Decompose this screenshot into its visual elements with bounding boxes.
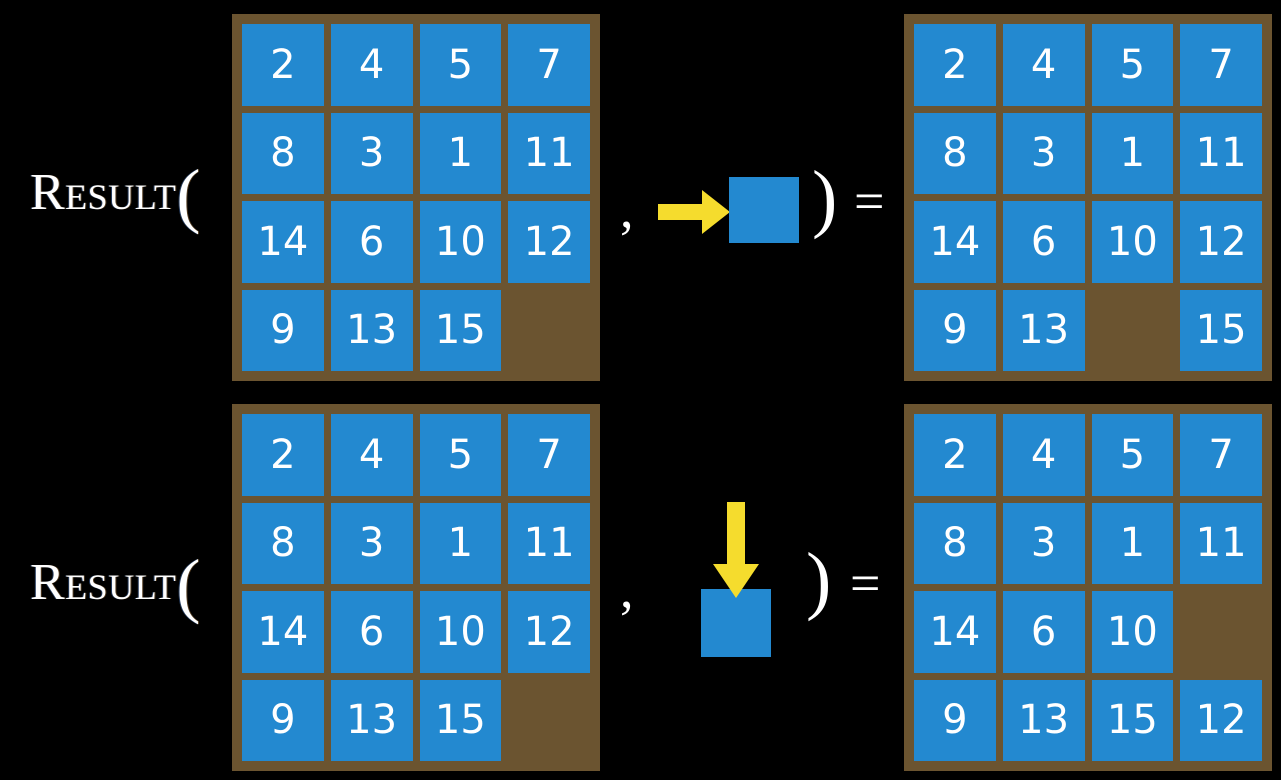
- puzzle-tile[interactable]: 13: [1002, 289, 1085, 371]
- puzzle-tile[interactable]: 12: [1180, 679, 1262, 761]
- result-word-top: Result: [30, 164, 177, 221]
- puzzle-tile[interactable]: 6: [330, 201, 413, 283]
- puzzle-blank-cell: [1092, 290, 1174, 372]
- operator-group-bottom: , ) =: [600, 390, 904, 780]
- puzzle-tile[interactable]: 2: [242, 24, 324, 106]
- puzzle-tile[interactable]: 4: [1002, 414, 1085, 496]
- close-paren-top: ): [812, 156, 838, 240]
- open-paren-bottom: (: [176, 545, 201, 625]
- puzzle-tile[interactable]: 12: [508, 591, 590, 673]
- moving-tile-top: [729, 177, 799, 243]
- puzzle-blank-cell: [508, 290, 590, 372]
- puzzle-tile[interactable]: 13: [1002, 679, 1085, 761]
- puzzle-tile[interactable]: 8: [242, 112, 324, 194]
- puzzle-tile[interactable]: 14: [242, 201, 324, 283]
- puzzle-tile[interactable]: 6: [330, 591, 413, 673]
- arrow-down-icon: [713, 502, 759, 598]
- puzzle-tile[interactable]: 6: [1002, 591, 1085, 673]
- puzzle-tile[interactable]: 11: [508, 502, 590, 584]
- puzzle-tile[interactable]: 15: [1180, 289, 1262, 371]
- puzzle-tile[interactable]: 6: [1002, 201, 1085, 283]
- puzzle-tile[interactable]: 1: [1091, 112, 1174, 194]
- puzzle-tile[interactable]: 3: [330, 112, 413, 194]
- puzzle-tile[interactable]: 1: [419, 502, 502, 584]
- operator-group-top: , ) =: [600, 0, 904, 390]
- puzzle-tile[interactable]: 15: [419, 679, 502, 761]
- moving-tile-bottom: [701, 589, 771, 657]
- puzzle-tile[interactable]: 14: [242, 591, 324, 673]
- open-paren-top: (: [176, 155, 201, 235]
- puzzle-blank-cell: [1180, 591, 1262, 673]
- close-paren-bottom: ): [806, 538, 832, 622]
- puzzle-tile[interactable]: 4: [1002, 24, 1085, 106]
- puzzle-tile[interactable]: 1: [419, 112, 502, 194]
- puzzle-tile[interactable]: 12: [1180, 201, 1262, 283]
- puzzle-tile[interactable]: 5: [1091, 24, 1174, 106]
- result-word-bottom: Result: [30, 554, 177, 611]
- puzzle-tile[interactable]: 14: [914, 201, 996, 283]
- puzzle-tile[interactable]: 5: [419, 414, 502, 496]
- puzzle-tile[interactable]: 15: [419, 289, 502, 371]
- puzzle-tile[interactable]: 3: [330, 502, 413, 584]
- puzzle-tile[interactable]: 15: [1091, 679, 1174, 761]
- puzzle-tile[interactable]: 7: [508, 24, 590, 106]
- puzzle-tile[interactable]: 11: [508, 112, 590, 194]
- puzzle-tile[interactable]: 3: [1002, 112, 1085, 194]
- puzzle-tile[interactable]: 14: [914, 591, 996, 673]
- comma-bottom: ,: [620, 559, 634, 619]
- puzzle-tile[interactable]: 9: [242, 679, 324, 761]
- puzzle-tile[interactable]: 10: [419, 591, 502, 673]
- puzzle-tile[interactable]: 12: [508, 201, 590, 283]
- comma-top: ,: [620, 179, 634, 239]
- arrow-right-icon: [658, 190, 730, 234]
- puzzle-tile[interactable]: 5: [1091, 414, 1174, 496]
- puzzle-tile[interactable]: 7: [1180, 414, 1262, 496]
- result-function-label-top: Result(: [30, 159, 201, 231]
- puzzle-tile[interactable]: 10: [1091, 201, 1174, 283]
- puzzle-tile[interactable]: 9: [242, 289, 324, 371]
- puzzle-tile[interactable]: 9: [914, 289, 996, 371]
- puzzle-tile[interactable]: 13: [330, 679, 413, 761]
- puzzle-tile[interactable]: 9: [914, 679, 996, 761]
- puzzle-tile[interactable]: 5: [419, 24, 502, 106]
- puzzle-tile[interactable]: 3: [1002, 502, 1085, 584]
- puzzle-tile[interactable]: 4: [330, 414, 413, 496]
- puzzle-tile[interactable]: 11: [1180, 112, 1262, 194]
- equals-sign-top: =: [854, 171, 885, 231]
- puzzle-tile[interactable]: 2: [242, 414, 324, 496]
- puzzle-tile[interactable]: 10: [419, 201, 502, 283]
- puzzle-tile[interactable]: 1: [1091, 502, 1174, 584]
- puzzle-blank-cell: [508, 680, 590, 762]
- puzzle-tile[interactable]: 7: [508, 414, 590, 496]
- puzzle-tile[interactable]: 8: [914, 112, 996, 194]
- puzzle-tile[interactable]: 11: [1180, 502, 1262, 584]
- puzzle-tile[interactable]: 7: [1180, 24, 1262, 106]
- puzzle-tile[interactable]: 13: [330, 289, 413, 371]
- puzzle-tile[interactable]: 8: [914, 502, 996, 584]
- puzzle-tile[interactable]: 8: [242, 502, 324, 584]
- equals-sign-bottom: =: [850, 553, 881, 613]
- result-function-label-bottom: Result(: [30, 549, 201, 621]
- puzzle-tile[interactable]: 4: [330, 24, 413, 106]
- puzzle-tile[interactable]: 2: [914, 24, 996, 106]
- puzzle-tile[interactable]: 2: [914, 414, 996, 496]
- puzzle-tile[interactable]: 10: [1091, 591, 1174, 673]
